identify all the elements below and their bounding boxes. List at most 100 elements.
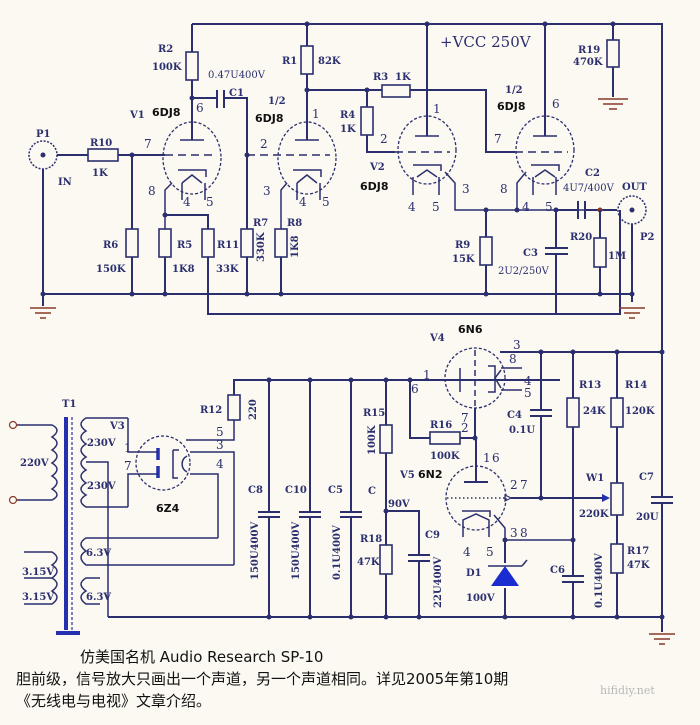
v3-pin: 3 (216, 438, 224, 452)
v1b-pin: 2 (260, 137, 268, 151)
v2b-pin: 5 (545, 200, 553, 214)
resistor-r10: R10 1K (87, 138, 165, 179)
capacitor-c3: C3 2U2/250V (498, 207, 568, 314)
v2-pin: 2 (380, 132, 388, 146)
v4-pin: 2 (461, 421, 469, 435)
p2-ref: P2 (640, 232, 655, 243)
watermark: hifidiy.net (600, 684, 655, 697)
resistor-r5: R5 1K8 (158, 212, 209, 294)
tube-v1b: 6DJ8 1/2 1 2 3 4 5 (247, 24, 337, 229)
r14-value: 120K (625, 406, 655, 417)
r4-ref: R4 (340, 110, 355, 121)
vcc-label: +VCC 250V (440, 33, 532, 51)
v5-pin: 2 (510, 478, 518, 492)
capacitor-c6: C6 0.1U400V (550, 553, 605, 608)
v2b-pin: 4 (522, 200, 530, 214)
capacitor-c8: C8 150U400V (248, 377, 280, 617)
v5-pin: 1 (483, 451, 491, 465)
d1-ref: D1 (466, 568, 482, 579)
resistor-r7: R7 330K (240, 155, 268, 294)
v3-ref: V3 (109, 421, 125, 432)
v5-pin: 5 (486, 545, 494, 559)
v3-pin: 5 (216, 425, 224, 439)
resistor-r13: R13 24K (566, 352, 606, 617)
v5-pin: 8 (520, 526, 528, 540)
r7-value: 330K (256, 232, 267, 262)
v2-pin: 3 (462, 182, 470, 196)
r15-value: 100K (367, 425, 378, 455)
v5-pin: 3 (510, 526, 518, 540)
tube-v3: V3 6Z4 1 7 5 3 4 (109, 418, 235, 565)
capacitor-c-ref: C (368, 486, 376, 497)
resistor-r4: R4 1K (340, 87, 395, 153)
r10-value: 1K (92, 168, 108, 179)
v4-pin: 1 (423, 368, 431, 382)
c6-ref: C6 (550, 565, 565, 576)
r7-ref: R7 (253, 218, 268, 229)
d1-value: 100V (466, 593, 495, 604)
resistor-r11: R11 33K (201, 210, 621, 315)
p1-ref: P1 (36, 129, 50, 140)
v4-pin: 4 (524, 374, 532, 388)
resistor-r1: R1 82K (282, 45, 367, 91)
c1-ref: C1 (229, 88, 244, 99)
v1-pin: 5 (206, 195, 214, 209)
r1-ref: R1 (282, 56, 297, 67)
r6-ref: R6 (103, 240, 118, 251)
resistor-r6: R6 150K (96, 155, 139, 294)
ground-rail-2 (108, 614, 675, 645)
tube-v4: V4 6N6 1 6 3 8 4 5 2 7 (407, 323, 665, 441)
v2b-pin: 8 (500, 182, 508, 196)
capacitor-c2: C2 4U7/400V (556, 168, 617, 219)
r8-ref: R8 (287, 218, 302, 229)
v5-ref: V5 (399, 470, 415, 481)
p2-label: OUT (622, 182, 647, 193)
v1-pin: 6 (196, 101, 204, 115)
c10-ref: C10 (285, 485, 307, 496)
r13-ref: R13 (579, 380, 601, 391)
node-voltage-90v: 90V (388, 499, 410, 510)
r14-ref: R14 (625, 380, 647, 391)
capacitor-c5: C5 0.1U400V (328, 377, 362, 617)
r20-value: 1M (608, 251, 626, 262)
resistor-r16: R16 100K (409, 380, 475, 462)
c5-value: 0.1U400V (332, 525, 343, 580)
resistor-r15: R15 100K (363, 377, 393, 617)
transformer-t1: T1 220V 230V 230V 6.3V 6.3V 3.15V 3.15V (8, 399, 234, 635)
c3-value: 2U2/250V (498, 266, 550, 277)
tube-v2b: 1/2 6DJ8 6 7 8 4 5 (494, 24, 575, 214)
r12-ref: R12 (200, 405, 222, 416)
v3-pin: 1 (124, 441, 132, 455)
v3-pin: 7 (124, 459, 132, 473)
v2-pin: 5 (432, 200, 440, 214)
resistor-r19: R19 470K (573, 24, 628, 110)
v3-pin: 4 (216, 457, 224, 471)
c10-value: 150U400V (291, 522, 302, 580)
v2-type: 6DJ8 (360, 180, 389, 193)
v1b-pin: 1 (312, 107, 320, 121)
heater-winding-a: 6.3V (86, 548, 111, 559)
capacitor-c9: C9 22U400V (386, 510, 444, 617)
c4-ref: C4 (507, 410, 522, 421)
r2-value: 100K (152, 62, 182, 73)
v1-type: 6DJ8 (152, 106, 181, 119)
w1-value: 220K (579, 509, 609, 520)
v2-pin: 1 (433, 102, 441, 116)
c5-ref: C5 (328, 485, 343, 496)
ground-rail-1 (30, 291, 645, 319)
v1b-ref: 1/2 (268, 96, 286, 107)
r16-ref: R16 (430, 420, 452, 431)
resistor-r20: R20 1M (570, 210, 626, 294)
r10-ref: R10 (90, 138, 112, 149)
output-connector-p2: OUT P2 (617, 182, 655, 302)
v2b-pin: 6 (552, 97, 560, 111)
tube-v2: V2 6DJ8 1 2 3 4 5 (360, 24, 617, 214)
r19-ref: R19 (578, 45, 600, 56)
r20-ref: R20 (570, 232, 592, 243)
c4-value: 0.1U (509, 425, 535, 436)
v4-pin: 8 (509, 352, 517, 366)
v1-ref: V1 (129, 110, 145, 121)
hv-winding-2: 230V (87, 481, 116, 492)
tube-v5: V5 6N2 1 6 2 7 3 8 4 5 (399, 438, 608, 559)
r12-value: 220 (248, 399, 259, 420)
